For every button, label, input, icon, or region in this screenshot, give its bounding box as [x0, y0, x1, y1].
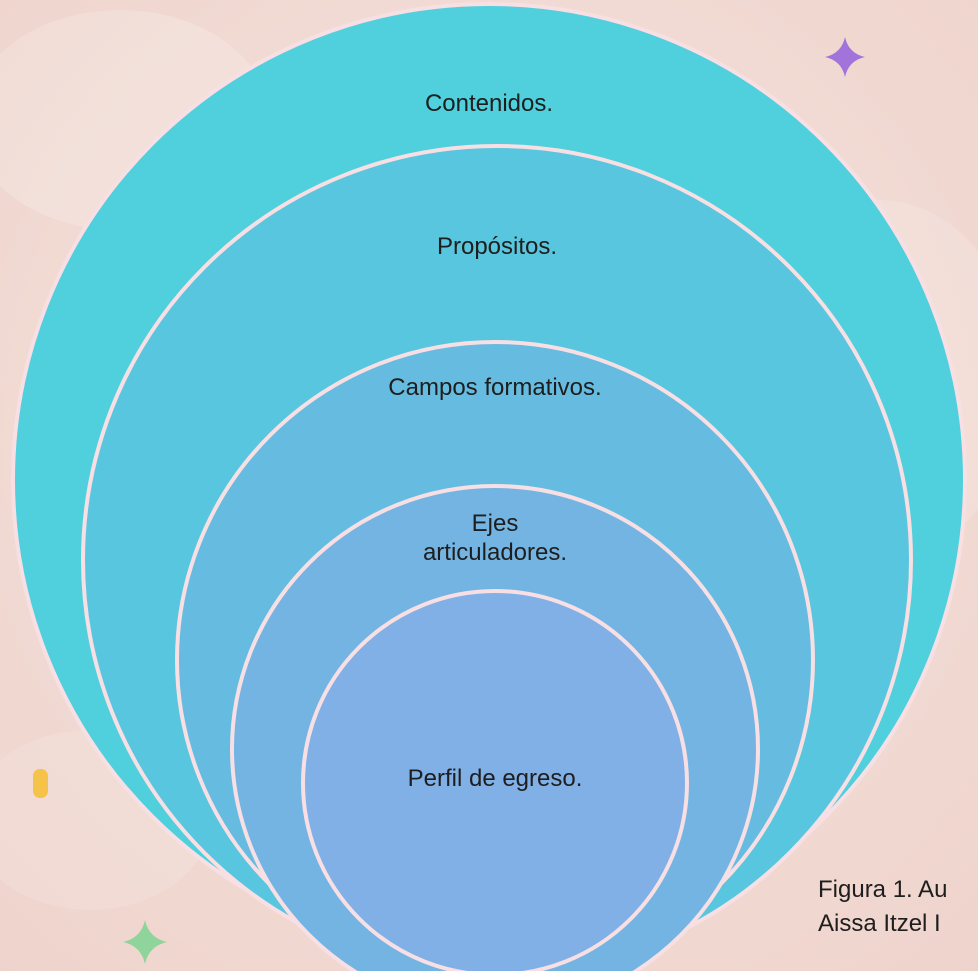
label-propositos: Propósitos.: [436, 233, 558, 260]
caption-line-1: Figura 1. Au: [818, 876, 948, 903]
label-contenidos: Contenidos.: [424, 90, 554, 117]
caption-line-2: Aissa Itzel I: [818, 910, 941, 937]
sparkle-purple-icon: [825, 37, 865, 77]
label-perfil-de-egreso: Perfil de egreso.: [407, 765, 583, 792]
sparkle-green-icon: [123, 920, 167, 964]
circle-perfil-de-egreso: [301, 589, 689, 971]
figure-caption: Figura 1. Au Aissa Itzel I: [818, 873, 947, 941]
yellow-blob-icon: [33, 769, 48, 798]
label-campos-formativos: Campos formativos.: [388, 374, 602, 401]
